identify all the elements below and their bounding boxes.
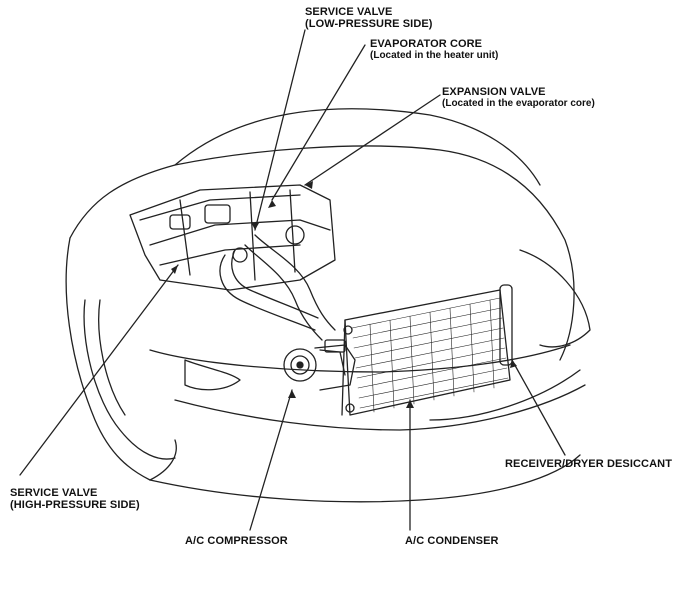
grille-line [429, 369, 581, 421]
receiver-dryer [499, 284, 513, 366]
leader-evaporator [271, 44, 366, 201]
windshield-line [174, 108, 541, 186]
label-service-valve-low-title: SERVICE VALVE [305, 6, 393, 18]
bumper-front [174, 384, 586, 431]
leader-receiver [511, 359, 566, 456]
bumper-top [149, 344, 571, 373]
leader-expansion [304, 94, 441, 186]
hood-outline [69, 145, 575, 361]
fog-light [184, 359, 241, 391]
label-expansion-valve-note: (Located in the evaporator core) [442, 98, 595, 109]
label-service-valve-high-title: SERVICE VALVE [10, 487, 98, 499]
headlight [519, 249, 591, 348]
condenser-fins [351, 297, 509, 413]
wheel-arch-inner [98, 299, 126, 416]
wheel-arch [83, 299, 176, 460]
leader-compressor [249, 389, 293, 531]
side-skirt [149, 439, 177, 481]
label-service-valve-high-note: (HIGH-PRESSURE SIDE) [10, 499, 140, 511]
leader-service-high [19, 264, 179, 476]
condenser-frame [344, 289, 511, 416]
label-expansion-valve-title: EXPANSION VALVE [442, 86, 546, 98]
heater-unit-outline [129, 184, 336, 291]
pipe-high [219, 254, 316, 331]
label-service-valve-low-note: (LOW-PRESSURE SIDE) [305, 18, 433, 30]
label-evaporator-core-title: EVAPORATOR CORE [370, 38, 483, 50]
fender-left [65, 237, 151, 481]
label-ac-condenser: A/C CONDENSER [405, 535, 499, 547]
compressor-pulley [283, 348, 317, 382]
leader-service-low [254, 29, 306, 231]
pipe-low [254, 234, 336, 331]
label-evaporator-core-note: (Located in the heater unit) [370, 50, 499, 61]
bumper-lower [149, 454, 581, 503]
label-receiver-dryer: RECEIVER/DRYER DESICCANT [505, 458, 673, 470]
label-ac-compressor: A/C COMPRESSOR [185, 535, 288, 547]
